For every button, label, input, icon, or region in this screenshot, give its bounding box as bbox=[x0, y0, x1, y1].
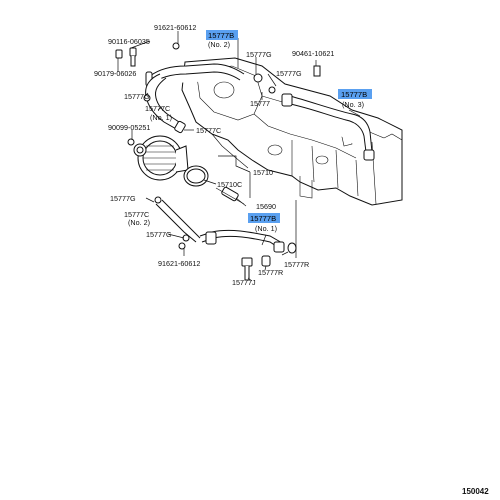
label-no1-b: (No. 1) bbox=[255, 224, 277, 233]
label-90116: 90116-06035 bbox=[108, 37, 150, 46]
fitting-15777r-a bbox=[261, 255, 271, 267]
label-15777g-lower: 15777G bbox=[110, 194, 136, 203]
label-no3: (No. 3) bbox=[342, 100, 364, 109]
leader-lines bbox=[117, 31, 361, 282]
label-15777b-no2[interactable]: 15777B bbox=[208, 31, 234, 40]
bolt-90116 bbox=[129, 47, 137, 67]
gasket-90099 bbox=[127, 138, 135, 146]
lower-pipe-no1 bbox=[199, 229, 285, 253]
label-15777g-bottom: 15777G bbox=[146, 230, 172, 239]
label-15777g-left: 15777G bbox=[124, 92, 150, 101]
label-15777g-a: 15777G bbox=[246, 50, 272, 59]
label-90461: 90461-10621 bbox=[292, 49, 334, 58]
label-no1-c: (No. 1) bbox=[150, 113, 172, 122]
label-no2-c: (No. 2) bbox=[128, 218, 150, 227]
clip-91621-bottom bbox=[178, 242, 186, 250]
label-15777j: 15777J bbox=[232, 278, 256, 287]
label-15777b-no1[interactable]: 15777B bbox=[250, 214, 276, 223]
part-labels: 91621-60612 15777B (No. 2) 90116-06035 9… bbox=[94, 23, 489, 496]
highlight-15777b-no1 bbox=[248, 213, 280, 223]
washer-90179 bbox=[115, 49, 123, 59]
hose-no3-right bbox=[253, 73, 375, 161]
label-91621-top: 91621-60612 bbox=[154, 23, 196, 32]
label-15777c-no1: 15777C bbox=[145, 104, 170, 113]
lower-hose-no2 bbox=[154, 196, 201, 243]
label-90179: 90179-06026 bbox=[94, 69, 136, 78]
highlight-15777b-no3 bbox=[338, 89, 372, 99]
label-15777b-no3[interactable]: 15777B bbox=[341, 90, 367, 99]
label-91621-bottom: 91621-60612 bbox=[158, 259, 200, 268]
union-bolt-15690 bbox=[215, 186, 245, 205]
highlight-15777b-no2 bbox=[206, 30, 238, 40]
oil-cooler bbox=[133, 135, 189, 181]
figure-number: 150042 bbox=[462, 487, 489, 496]
label-15777r-a: 15777R bbox=[284, 260, 309, 269]
hose-no1-left bbox=[143, 73, 186, 134]
fitting-15777r-b bbox=[287, 242, 297, 254]
label-15777c-mid: 15777C bbox=[196, 126, 221, 135]
label-15710c: 15710C bbox=[217, 180, 242, 189]
label-15777c-no2: 15777C bbox=[124, 210, 149, 219]
label-15777g-b: 15777G bbox=[276, 69, 302, 78]
label-90099: 90099-05251 bbox=[108, 123, 150, 132]
label-15690: 15690 bbox=[256, 202, 276, 211]
clip-91621-top bbox=[172, 42, 180, 50]
label-no2-top: (No. 2) bbox=[208, 40, 230, 49]
fitting-15777j bbox=[241, 257, 253, 281]
o-ring-15710c bbox=[183, 165, 209, 187]
bolt-90461 bbox=[313, 65, 321, 77]
label-15710: 15710 bbox=[253, 168, 273, 177]
label-15777-mid: 15777 bbox=[250, 99, 270, 108]
label-15777r-b: 15777R bbox=[258, 268, 283, 277]
